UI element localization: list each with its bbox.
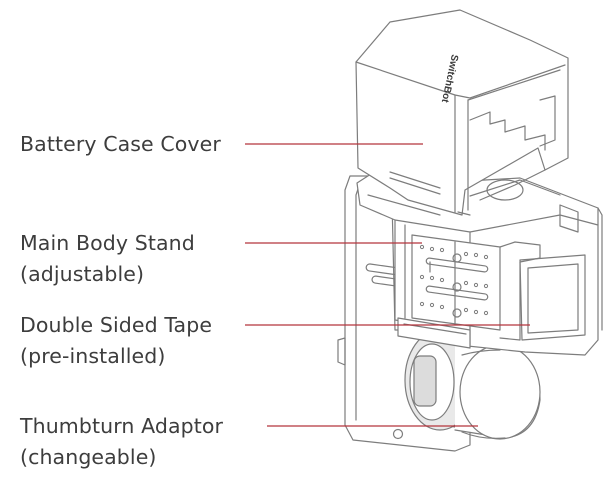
label-battery-case-cover: Battery Case Cover bbox=[20, 129, 221, 160]
thumbturn-knob bbox=[404, 329, 541, 440]
battery-cover bbox=[355, 9, 569, 216]
label-battery-line1: Battery Case Cover bbox=[20, 132, 221, 156]
label-main-body-stand: Main Body Stand (adjustable) bbox=[20, 228, 195, 290]
label-stand-line1: Main Body Stand bbox=[20, 231, 195, 255]
label-thumbturn-line1: Thumbturn Adaptor bbox=[20, 414, 224, 438]
label-tape-line1: Double Sided Tape bbox=[20, 313, 213, 337]
stand-plate bbox=[411, 234, 541, 341]
label-tape-line2: (pre-installed) bbox=[20, 344, 166, 368]
label-double-sided-tape: Double Sided Tape (pre-installed) bbox=[20, 310, 212, 372]
label-thumbturn-adaptor: Thumbturn Adaptor (changeable) bbox=[20, 411, 223, 473]
label-stand-line2: (adjustable) bbox=[20, 262, 145, 286]
label-thumbturn-line2: (changeable) bbox=[20, 445, 157, 469]
